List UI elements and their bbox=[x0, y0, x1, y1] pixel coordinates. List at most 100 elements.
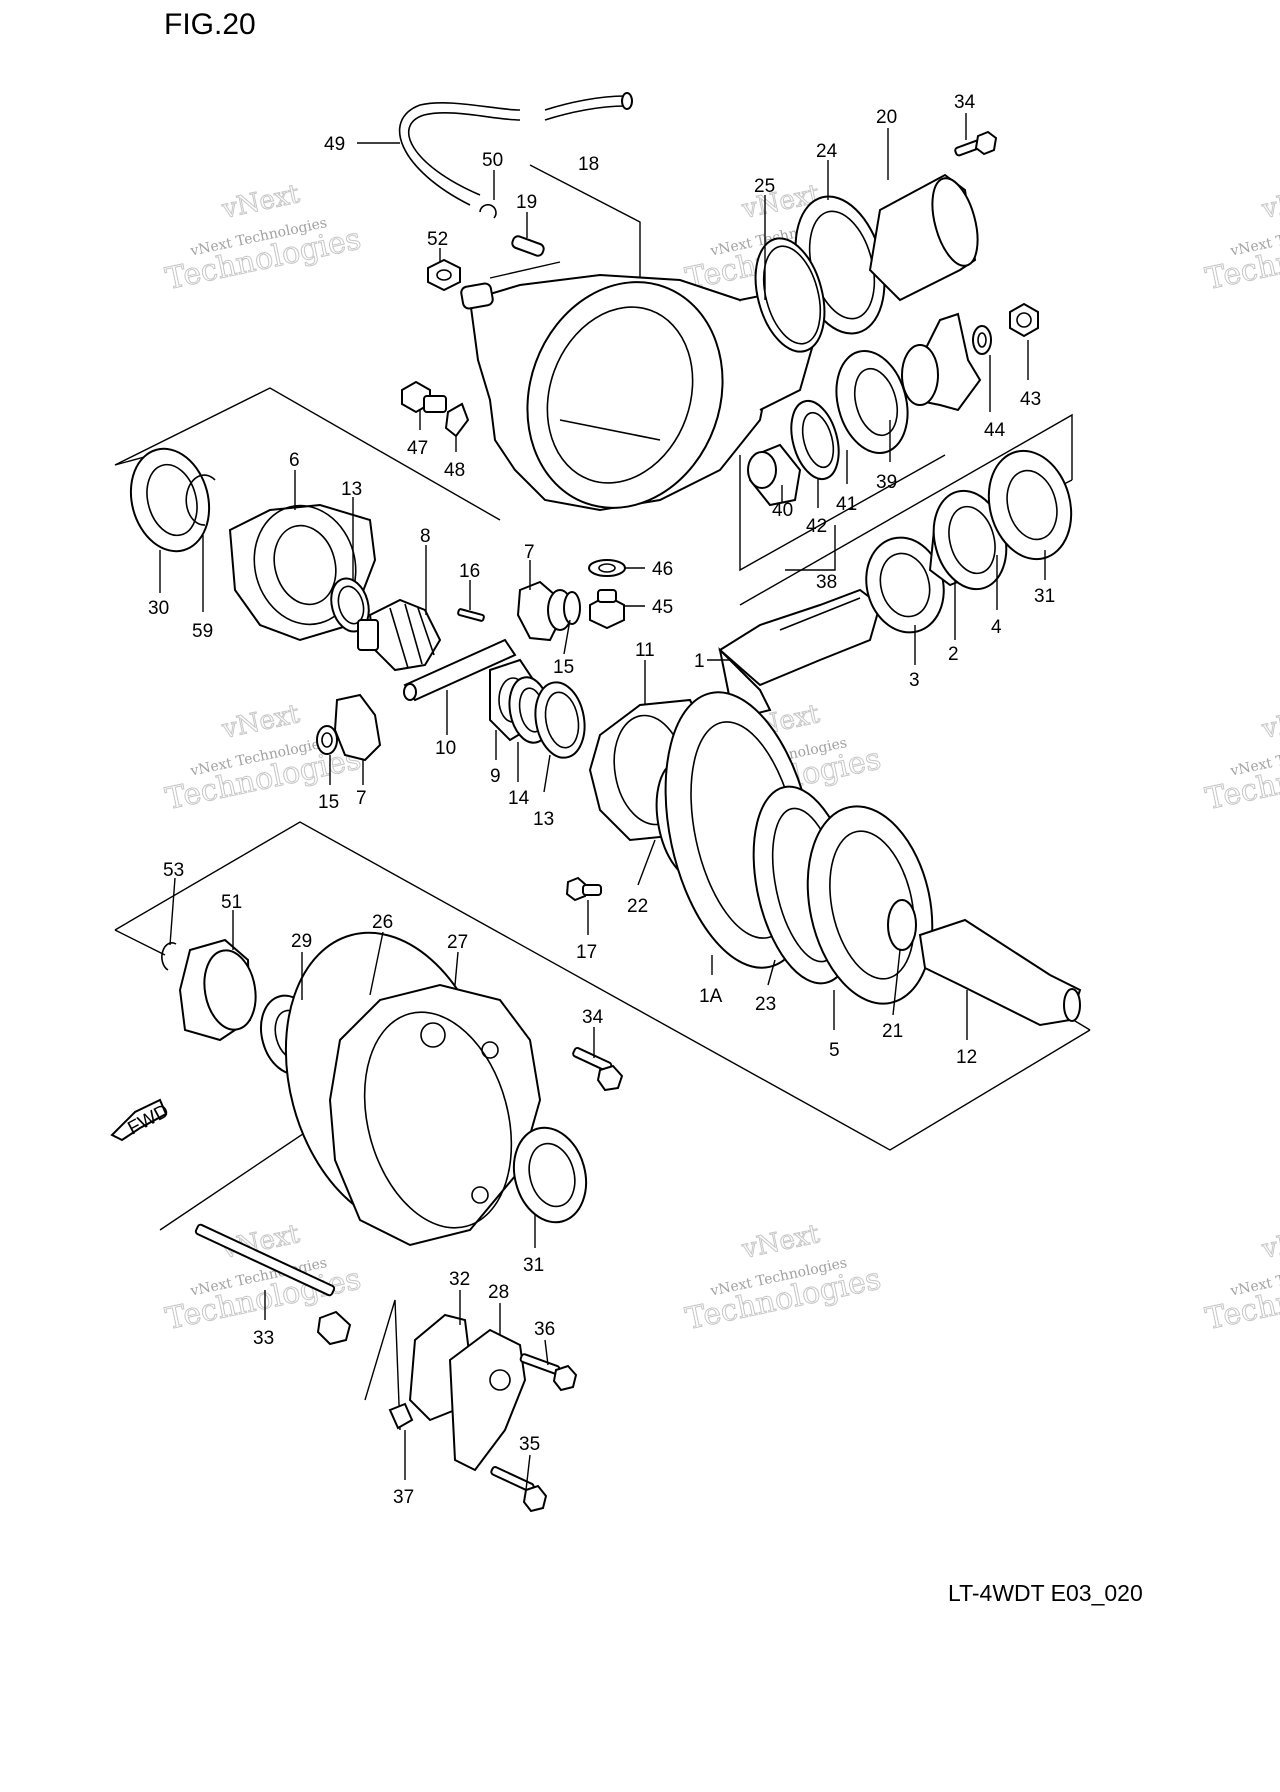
nut-43 bbox=[1009, 302, 1039, 338]
svg-text:Technologies: Technologies bbox=[1203, 1262, 1280, 1338]
callout-41: 41 bbox=[836, 494, 857, 515]
shim-13-lower bbox=[534, 681, 586, 759]
callout-46: 46 bbox=[652, 559, 673, 580]
washer-15-lower bbox=[316, 725, 338, 755]
callout-6: 6 bbox=[289, 450, 300, 471]
callout-37: 37 bbox=[393, 1487, 414, 1508]
pinion-shaft-10 bbox=[403, 638, 517, 702]
clip-50 bbox=[479, 203, 497, 219]
pinion-gear-7-lower bbox=[333, 693, 382, 762]
drive-pinion-1 bbox=[718, 588, 882, 717]
svg-text:vNext: vNext bbox=[1259, 1219, 1280, 1265]
callout-10: 10 bbox=[435, 738, 456, 759]
callout-15-lower: 15 bbox=[318, 792, 339, 813]
callout-43: 43 bbox=[1020, 389, 1041, 410]
drawing-code: LT-4WDT E03_020 bbox=[948, 1580, 1143, 1606]
gear-case-housing-18 bbox=[460, 273, 822, 512]
cover-20 bbox=[868, 173, 979, 302]
callout-7-lower: 7 bbox=[356, 788, 367, 809]
spacer-42 bbox=[790, 399, 840, 481]
callout-31-upper: 31 bbox=[1034, 586, 1055, 607]
figure-title: FIG.20 bbox=[164, 8, 256, 41]
svg-text:Technologies: Technologies bbox=[1203, 742, 1280, 818]
svg-text:vNext: vNext bbox=[1259, 179, 1280, 225]
breather-hose bbox=[398, 92, 633, 206]
oil-seal-51 bbox=[178, 938, 257, 1042]
output-shaft-12 bbox=[918, 918, 1082, 1027]
svg-text:vNext: vNext bbox=[219, 179, 303, 225]
svg-text:vNext: vNext bbox=[739, 1219, 823, 1265]
callout-22: 22 bbox=[627, 896, 648, 917]
vent-pipe-19 bbox=[511, 235, 545, 257]
callout-31-lower: 31 bbox=[523, 1255, 544, 1276]
bracket-28 bbox=[448, 1328, 527, 1472]
callout-42: 42 bbox=[806, 516, 827, 537]
callout-23: 23 bbox=[755, 994, 776, 1015]
callout-1A: 1A bbox=[699, 986, 723, 1007]
callout-19: 19 bbox=[516, 192, 537, 213]
callout-15-upper: 15 bbox=[553, 657, 574, 678]
callout-28: 28 bbox=[488, 1282, 509, 1303]
bearing-31-upper bbox=[987, 449, 1073, 561]
callout-52: 52 bbox=[427, 229, 448, 250]
callout-32: 32 bbox=[449, 1269, 470, 1290]
callout-labels: 49 50 18 19 52 25 24 20 34 47 48 44 43 3… bbox=[148, 92, 1055, 1508]
callout-48: 48 bbox=[444, 460, 465, 481]
callout-45: 45 bbox=[652, 597, 673, 618]
callout-26: 26 bbox=[372, 912, 393, 933]
callout-36: 36 bbox=[534, 1319, 555, 1340]
callout-1: 1 bbox=[694, 651, 705, 672]
callout-20: 20 bbox=[876, 107, 897, 128]
callout-4: 4 bbox=[991, 617, 1002, 638]
nut-52 bbox=[427, 258, 461, 292]
callout-29: 29 bbox=[291, 931, 312, 952]
callout-47: 47 bbox=[407, 438, 428, 459]
callout-18: 18 bbox=[578, 154, 599, 175]
callout-13-lower: 13 bbox=[533, 809, 554, 830]
shim-21 bbox=[887, 899, 917, 951]
circlip-53 bbox=[161, 942, 177, 971]
callout-39: 39 bbox=[876, 472, 897, 493]
callout-34-upper: 34 bbox=[954, 92, 976, 113]
callout-34-lower: 34 bbox=[582, 1007, 604, 1028]
callout-35: 35 bbox=[519, 1434, 540, 1455]
bolt-17 bbox=[565, 876, 602, 902]
drain-plug-47 bbox=[401, 380, 447, 414]
bolt-34-upper bbox=[954, 130, 998, 157]
callout-33: 33 bbox=[253, 1328, 274, 1349]
callout-27: 27 bbox=[447, 932, 468, 953]
callout-8: 8 bbox=[420, 526, 431, 547]
callout-11: 11 bbox=[635, 640, 655, 661]
callout-49: 49 bbox=[324, 134, 345, 155]
svg-text:vNext: vNext bbox=[219, 699, 303, 745]
bearing-31-lower bbox=[512, 1126, 588, 1224]
callout-50: 50 bbox=[482, 150, 503, 171]
callout-3: 3 bbox=[909, 670, 920, 691]
washer-46 bbox=[588, 559, 626, 577]
clip-37 bbox=[388, 1402, 414, 1430]
oil-seal-30 bbox=[129, 447, 211, 553]
callout-51: 51 bbox=[221, 892, 242, 913]
callout-16: 16 bbox=[459, 561, 480, 582]
shim-13-upper bbox=[330, 577, 370, 633]
callout-38: 38 bbox=[816, 572, 837, 593]
callout-53: 53 bbox=[163, 860, 184, 881]
callout-9: 9 bbox=[490, 766, 501, 787]
callout-17: 17 bbox=[576, 942, 597, 963]
bolt-34-lower bbox=[572, 1047, 624, 1092]
bolt-36 bbox=[519, 1353, 578, 1392]
callout-14: 14 bbox=[508, 788, 530, 809]
washer-15-upper bbox=[563, 591, 581, 625]
o-ring-25 bbox=[754, 237, 826, 353]
callout-21: 21 bbox=[882, 1021, 903, 1042]
gasket-48 bbox=[444, 402, 470, 438]
filler-plug-45 bbox=[589, 589, 625, 630]
callout-24: 24 bbox=[816, 141, 838, 162]
callout-40: 40 bbox=[772, 500, 793, 521]
side-gear-8 bbox=[357, 598, 442, 672]
svg-text:Technologies: Technologies bbox=[1203, 222, 1280, 298]
callout-2: 2 bbox=[948, 644, 959, 665]
circlip-59 bbox=[185, 474, 216, 526]
leader-lines bbox=[159, 113, 1046, 1491]
